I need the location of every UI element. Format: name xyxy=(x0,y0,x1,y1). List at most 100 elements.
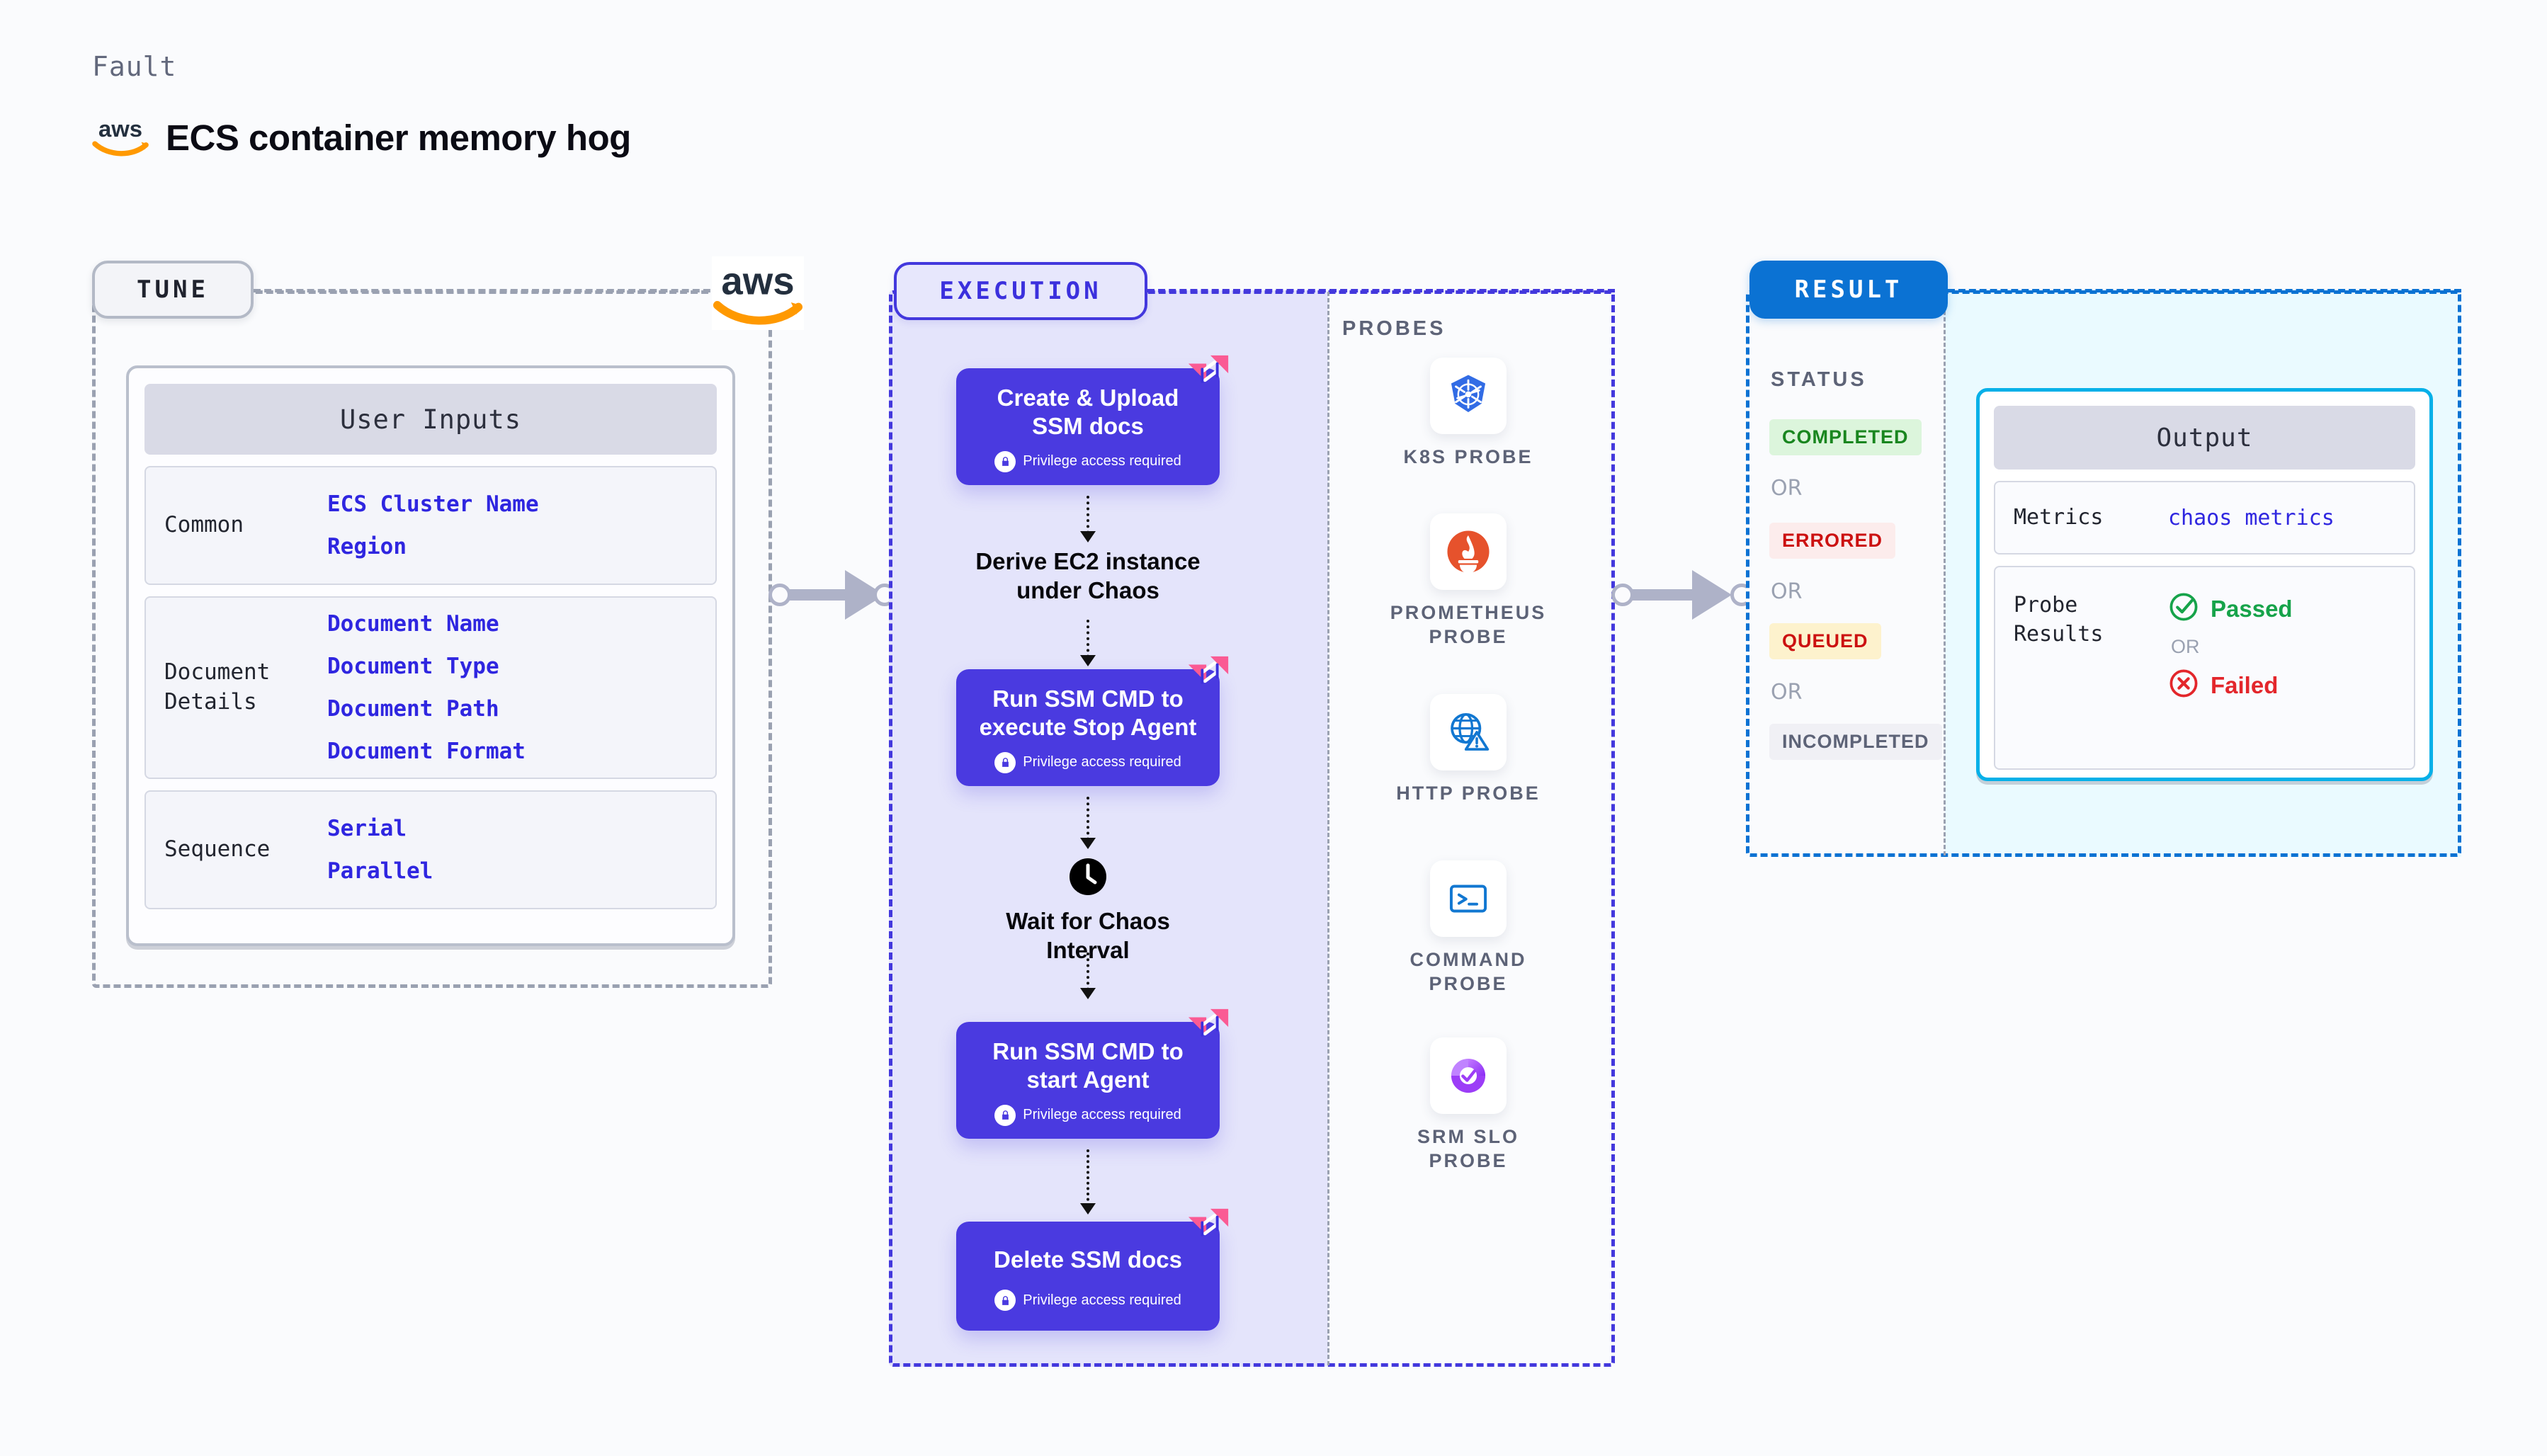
aws-logo-icon-tune: aws xyxy=(712,256,804,330)
probe-label: PROMETHEUS PROBE xyxy=(1390,602,1547,647)
tune-value[interactable]: ECS Cluster Name xyxy=(327,491,539,517)
harness-ribbon-icon xyxy=(1187,1006,1231,1050)
flow-arrow-1 xyxy=(1080,496,1096,542)
status-or-1: OR xyxy=(1771,476,1803,501)
flow-node-wait-for-chaos-interval: Wait for Chaos Interval xyxy=(939,857,1237,965)
lock-icon xyxy=(994,1290,1016,1312)
connector-start-dot xyxy=(768,584,791,606)
probe-label: COMMAND PROBE xyxy=(1409,949,1527,994)
flow-node-title: Run SSM CMD to execute Stop Agent xyxy=(979,686,1197,741)
kubernetes-icon xyxy=(1430,358,1507,434)
probes-title: PROBES xyxy=(1342,317,1446,340)
privilege-note: Privilege access required xyxy=(963,1290,1213,1312)
tune-tag[interactable]: TUNE xyxy=(92,261,254,319)
probe-item-srm-slo[interactable]: SRM SLO PROBE xyxy=(1387,1037,1550,1173)
probes-background xyxy=(1328,290,1615,1367)
flow-node-title: Create & Upload SSM docs xyxy=(997,385,1179,440)
http-globe-icon xyxy=(1430,694,1507,770)
probe-result-or: OR xyxy=(2171,636,2200,657)
flow-node-create-upload-ssm-docs[interactable]: Create & Upload SSM docs Privilege acces… xyxy=(956,355,1229,485)
srm-slo-icon xyxy=(1430,1037,1507,1114)
tune-value[interactable]: Document Path xyxy=(327,696,499,722)
connector-arrowhead-icon xyxy=(1692,570,1732,620)
page-title: ECS container memory hog xyxy=(166,117,631,158)
output-metrics-value[interactable]: chaos metrics xyxy=(2168,505,2335,530)
status-badge-incompleted: INCOMPLETED xyxy=(1769,724,1942,760)
connector-tune-to-execution xyxy=(768,570,896,620)
tune-row-common: Common ECS Cluster Name Region xyxy=(144,466,717,585)
harness-ribbon-icon xyxy=(1187,654,1231,698)
tune-value[interactable]: Document Type xyxy=(327,654,499,679)
lock-icon xyxy=(994,751,1016,773)
probe-result-passed-label: Passed xyxy=(2211,595,2293,622)
flow-node-run-ssm-stop-agent[interactable]: Run SSM CMD to execute Stop Agent Privil… xyxy=(956,656,1229,786)
tune-row-label: Document Details xyxy=(164,659,271,715)
output-title: Output xyxy=(1994,406,2415,470)
execution-tag[interactable]: EXECUTION xyxy=(894,262,1147,320)
privilege-text: Privilege access required xyxy=(1023,453,1181,469)
harness-ribbon-icon xyxy=(1187,1206,1231,1250)
probe-result-passed: Passed xyxy=(2168,591,2293,626)
tune-value[interactable]: Parallel xyxy=(327,858,433,884)
lock-icon xyxy=(994,1104,1016,1126)
output-row-probe-results: Probe Results Passed OR xyxy=(1994,566,2415,770)
privilege-note: Privilege access required xyxy=(963,1104,1213,1126)
clock-icon xyxy=(1068,857,1108,897)
result-tag[interactable]: RESULT xyxy=(1749,261,1948,319)
tune-row-sequence: Sequence Serial Parallel xyxy=(144,790,717,909)
output-row-metrics: Metrics chaos metrics xyxy=(1994,481,2415,554)
page-title-row: aws ECS container memory hog xyxy=(91,115,631,160)
output-card: Output Metrics chaos metrics Probe Resul… xyxy=(1976,388,2433,781)
probes-divider xyxy=(1327,292,1329,1365)
page-kicker: Fault xyxy=(92,51,177,82)
user-inputs-title: User Inputs xyxy=(144,384,717,455)
connector-line xyxy=(1621,589,1711,601)
probe-item-k8s[interactable]: K8S PROBE xyxy=(1387,358,1550,470)
x-circle-icon xyxy=(2168,668,2199,703)
privilege-note: Privilege access required xyxy=(963,751,1213,773)
privilege-note: Privilege access required xyxy=(963,450,1213,472)
privilege-text: Privilege access required xyxy=(1023,1107,1181,1122)
probe-label: HTTP PROBE xyxy=(1396,783,1541,804)
tune-value[interactable]: Region xyxy=(327,534,407,559)
tune-value[interactable]: Document Name xyxy=(327,611,499,637)
probe-item-command[interactable]: COMMAND PROBE xyxy=(1387,860,1550,996)
harness-ribbon-icon xyxy=(1187,353,1231,397)
check-circle-icon xyxy=(2168,591,2199,626)
tune-value[interactable]: Serial xyxy=(327,816,407,841)
flow-node-title: Run SSM CMD to start Agent xyxy=(992,1038,1184,1093)
probe-result-failed: Failed xyxy=(2168,668,2293,703)
flow-arrow-5 xyxy=(1080,1149,1096,1215)
privilege-text: Privilege access required xyxy=(1023,754,1181,770)
status-or-2: OR xyxy=(1771,579,1803,604)
status-or-3: OR xyxy=(1771,680,1803,705)
tune-value[interactable]: Document Format xyxy=(327,739,526,764)
probe-label: SRM SLO PROBE xyxy=(1417,1126,1519,1171)
flow-arrow-3 xyxy=(1080,797,1096,849)
execution-tag-connector xyxy=(1147,289,1615,292)
output-probe-results-label: Probe Results xyxy=(2014,593,2104,647)
svg-text:aws: aws xyxy=(721,259,794,302)
status-badge-queued: QUEUED xyxy=(1769,623,1881,659)
privilege-text: Privilege access required xyxy=(1023,1292,1181,1308)
status-badge-errored: ERRORED xyxy=(1769,523,1896,559)
probe-item-http[interactable]: HTTP PROBE xyxy=(1387,694,1550,806)
lock-icon xyxy=(994,450,1016,472)
terminal-icon xyxy=(1430,860,1507,937)
flow-node-delete-ssm-docs[interactable]: Delete SSM docs Privilege access require… xyxy=(956,1208,1229,1331)
tune-row-label: Sequence xyxy=(164,836,271,863)
result-tag-connector xyxy=(1948,289,2461,292)
flow-node-run-ssm-start-agent[interactable]: Run SSM CMD to start Agent Privilege acc… xyxy=(956,1008,1229,1139)
tune-row-label: Common xyxy=(164,512,244,538)
tune-row-document-details: Document Details Document Name Document … xyxy=(144,596,717,779)
flow-arrow-4 xyxy=(1080,952,1096,999)
probe-item-prometheus[interactable]: PROMETHEUS PROBE xyxy=(1387,513,1550,649)
connector-start-dot xyxy=(1611,584,1634,606)
svg-text:aws: aws xyxy=(98,115,142,142)
connector-execution-to-result xyxy=(1611,570,1753,620)
tune-tag-connector xyxy=(254,289,721,292)
probe-label: K8S PROBE xyxy=(1403,446,1533,467)
flow-node-title: Delete SSM docs xyxy=(994,1246,1182,1273)
probe-result-failed-label: Failed xyxy=(2211,671,2279,698)
